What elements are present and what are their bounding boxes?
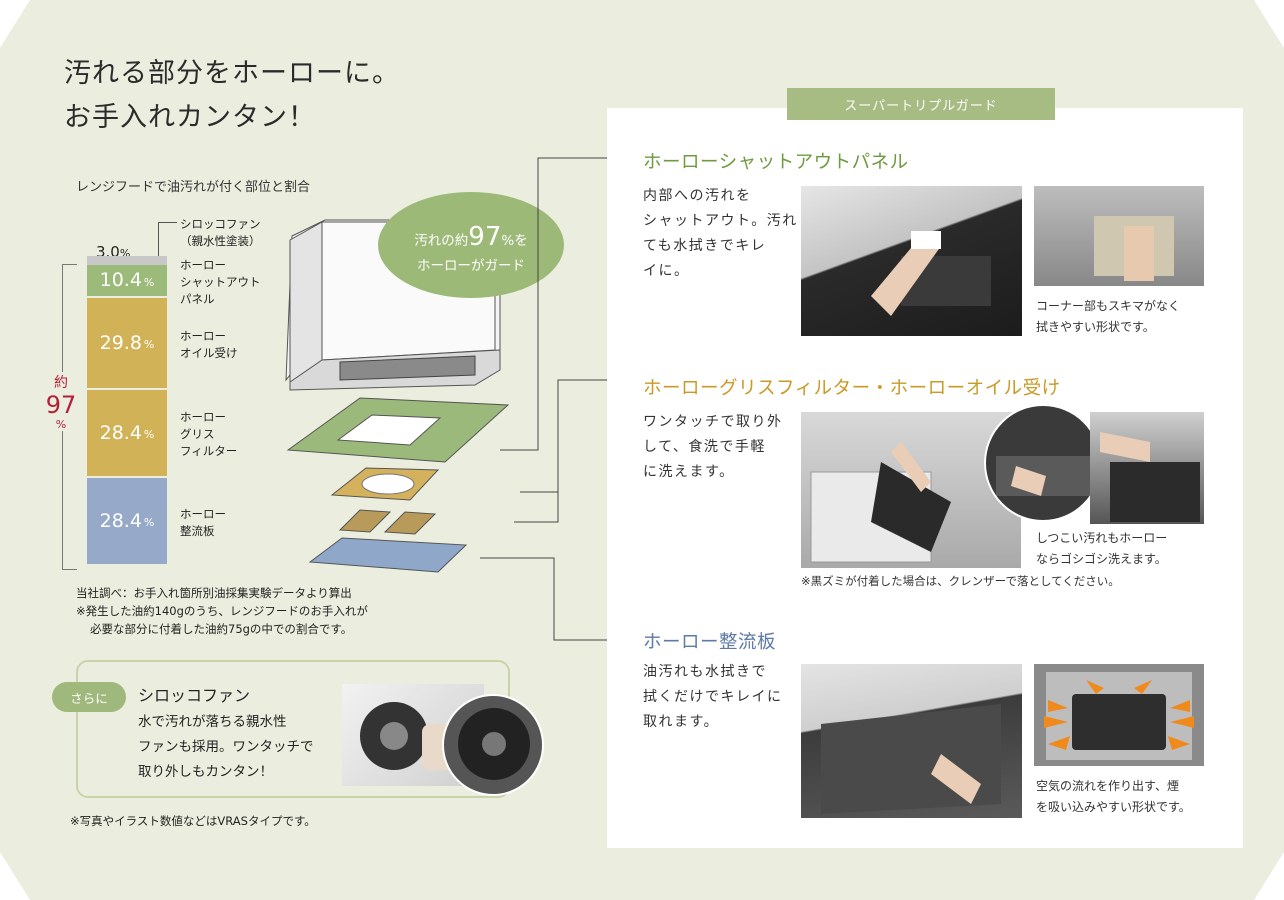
connector-lines xyxy=(480,157,630,641)
bar-segment: 28.4% xyxy=(87,389,167,476)
rectifier-wipe-photo xyxy=(801,664,1022,818)
bar-segment-label: ホーローシャットアウトパネル xyxy=(180,257,261,306)
bar-segment: 28.4% xyxy=(87,477,167,564)
bar-segment: 29.8% xyxy=(87,297,167,388)
guard-bubble: 汚れの約97%を ホーローがガード xyxy=(378,192,564,298)
corner-decoration xyxy=(0,0,30,48)
bar-value-label: 28.4 xyxy=(99,421,142,444)
section-title-shutout-panel: ホーローシャットアウトパネル xyxy=(643,152,909,173)
bar-value-unit: % xyxy=(143,275,155,289)
dishwasher-photo xyxy=(801,412,1021,568)
section2-caption: しつこい汚れもホーロー ならゴシゴシ洗えます。 xyxy=(1036,531,1168,566)
bar-segment-label: ホーロー整流板 xyxy=(180,506,226,538)
section1-text: 内部への汚れを シャットアウト。汚れ ても水拭きでキレ イに。 xyxy=(643,188,798,279)
bar-segment-sirocco xyxy=(87,256,167,266)
section2-note: ※黒ズミが付着した場合は、クレンザーで落としてください。 xyxy=(801,574,1120,588)
sirocco-label: シロッコファン （親水性塗装） xyxy=(180,217,261,248)
bar-value-label: 28.4 xyxy=(99,509,142,532)
sarani-badge: さらに xyxy=(52,682,126,712)
bar-value-unit: % xyxy=(143,338,155,352)
page-title: 汚れる部分をホーローに。 お手入れカンタン！ xyxy=(64,52,400,140)
corner-decoration xyxy=(1254,0,1284,48)
bar-segment-label: ホーローオイル受け xyxy=(180,328,238,360)
bar-value-label: 10.4 xyxy=(99,269,142,292)
chart-title: レンジフードで油汚れが付く部位と割合 xyxy=(76,180,311,195)
chart-notes: 当社調べ：お手入れ箇所別油採集実験データより算出 ※発生した油約140gのうち、… xyxy=(76,586,368,636)
sirocco-fan-closeup xyxy=(442,694,544,796)
scrub-closeup-photo xyxy=(984,404,1102,522)
corner-decoration xyxy=(0,852,30,900)
headline-line1: 汚れる部分をホーローに。 xyxy=(64,58,400,89)
headline-line2: お手入れカンタン！ xyxy=(64,102,316,133)
bar-value-unit: % xyxy=(143,428,155,442)
section1-caption: コーナー部もスキマがなく 拭きやすい形状です。 xyxy=(1036,299,1181,334)
corner-photo xyxy=(1034,186,1204,286)
leader-line xyxy=(158,222,177,257)
bar-value-label: 29.8 xyxy=(99,331,142,354)
section3-caption: 空気の流れを作り出す、煙 を吸い込みやすい形状です。 xyxy=(1036,779,1191,814)
bar-segment: 10.4% xyxy=(87,265,167,296)
airflow-illustration xyxy=(1034,664,1204,766)
corner-decoration xyxy=(1254,852,1284,900)
filter-hands-photo xyxy=(1090,412,1204,524)
bar-value-unit: % xyxy=(143,516,155,530)
section-title-rectifier: ホーロー整流板 xyxy=(643,632,777,653)
section-title-grease-filter: ホーローグリスフィルター・ホーローオイル受け xyxy=(643,378,1061,399)
sarani-title: シロッコファン xyxy=(138,686,251,705)
section2-text: ワンタッチで取り外 して、食洗で手軽 に洗えます。 xyxy=(643,414,783,480)
shutout-panel-photo xyxy=(801,186,1022,336)
total-percent: 約 97 % xyxy=(44,372,78,431)
bar-segment-label: ホーローグリスフィルター xyxy=(180,410,238,459)
sarani-text: 水で汚れが落ちる親水性 ファンも採用。ワンタッチで 取り外しもカンタン！ xyxy=(138,714,314,780)
footer-note: ※写真やイラスト数値などはVRASタイプです。 xyxy=(70,814,316,828)
panel-tag: スーパートリプルガード xyxy=(787,88,1055,120)
section3-text: 油汚れも水拭きで 拭くだけでキレイに 取れます。 xyxy=(643,664,783,730)
